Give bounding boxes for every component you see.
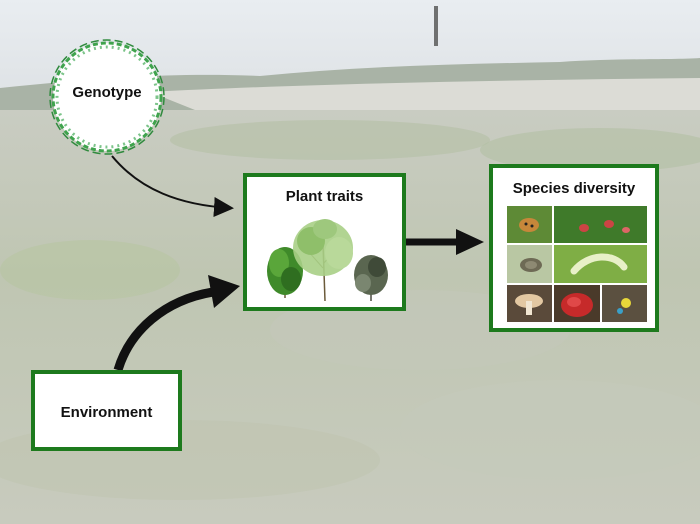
genotype-node: Genotype	[48, 38, 166, 156]
red-fungus-photo	[554, 284, 600, 322]
genotype-to-traits-arrow	[111, 155, 234, 218]
aphid-photo	[507, 245, 553, 283]
mushroom-photo	[507, 284, 553, 322]
environment-node: Environment	[31, 370, 182, 451]
tree-icon	[293, 219, 353, 302]
species-diversity-label: Species diversity	[512, 180, 636, 197]
dna-strand-ring-icon	[49, 39, 165, 155]
environment-arrow-head	[208, 275, 240, 308]
environment-label: Environment	[60, 404, 153, 421]
environment-to-traits-arrow	[113, 287, 214, 372]
beetle-photo	[507, 206, 553, 244]
plant-traits-node: Plant traits	[243, 173, 406, 311]
genotype-label: Genotype	[72, 84, 142, 101]
traits-to-diversity-arrow-head	[456, 229, 484, 255]
plant-traits-label: Plant traits	[285, 188, 364, 205]
leaf-insects-photo	[554, 206, 647, 244]
species-photo-grid	[507, 206, 647, 322]
dark-shrub-icon	[354, 255, 388, 301]
species-diversity-node: Species diversity	[489, 164, 659, 332]
shrub-icon	[267, 247, 303, 298]
plant-illustrations	[267, 219, 388, 302]
small-insect-photo	[601, 284, 647, 322]
caterpillar-photo	[554, 245, 647, 283]
